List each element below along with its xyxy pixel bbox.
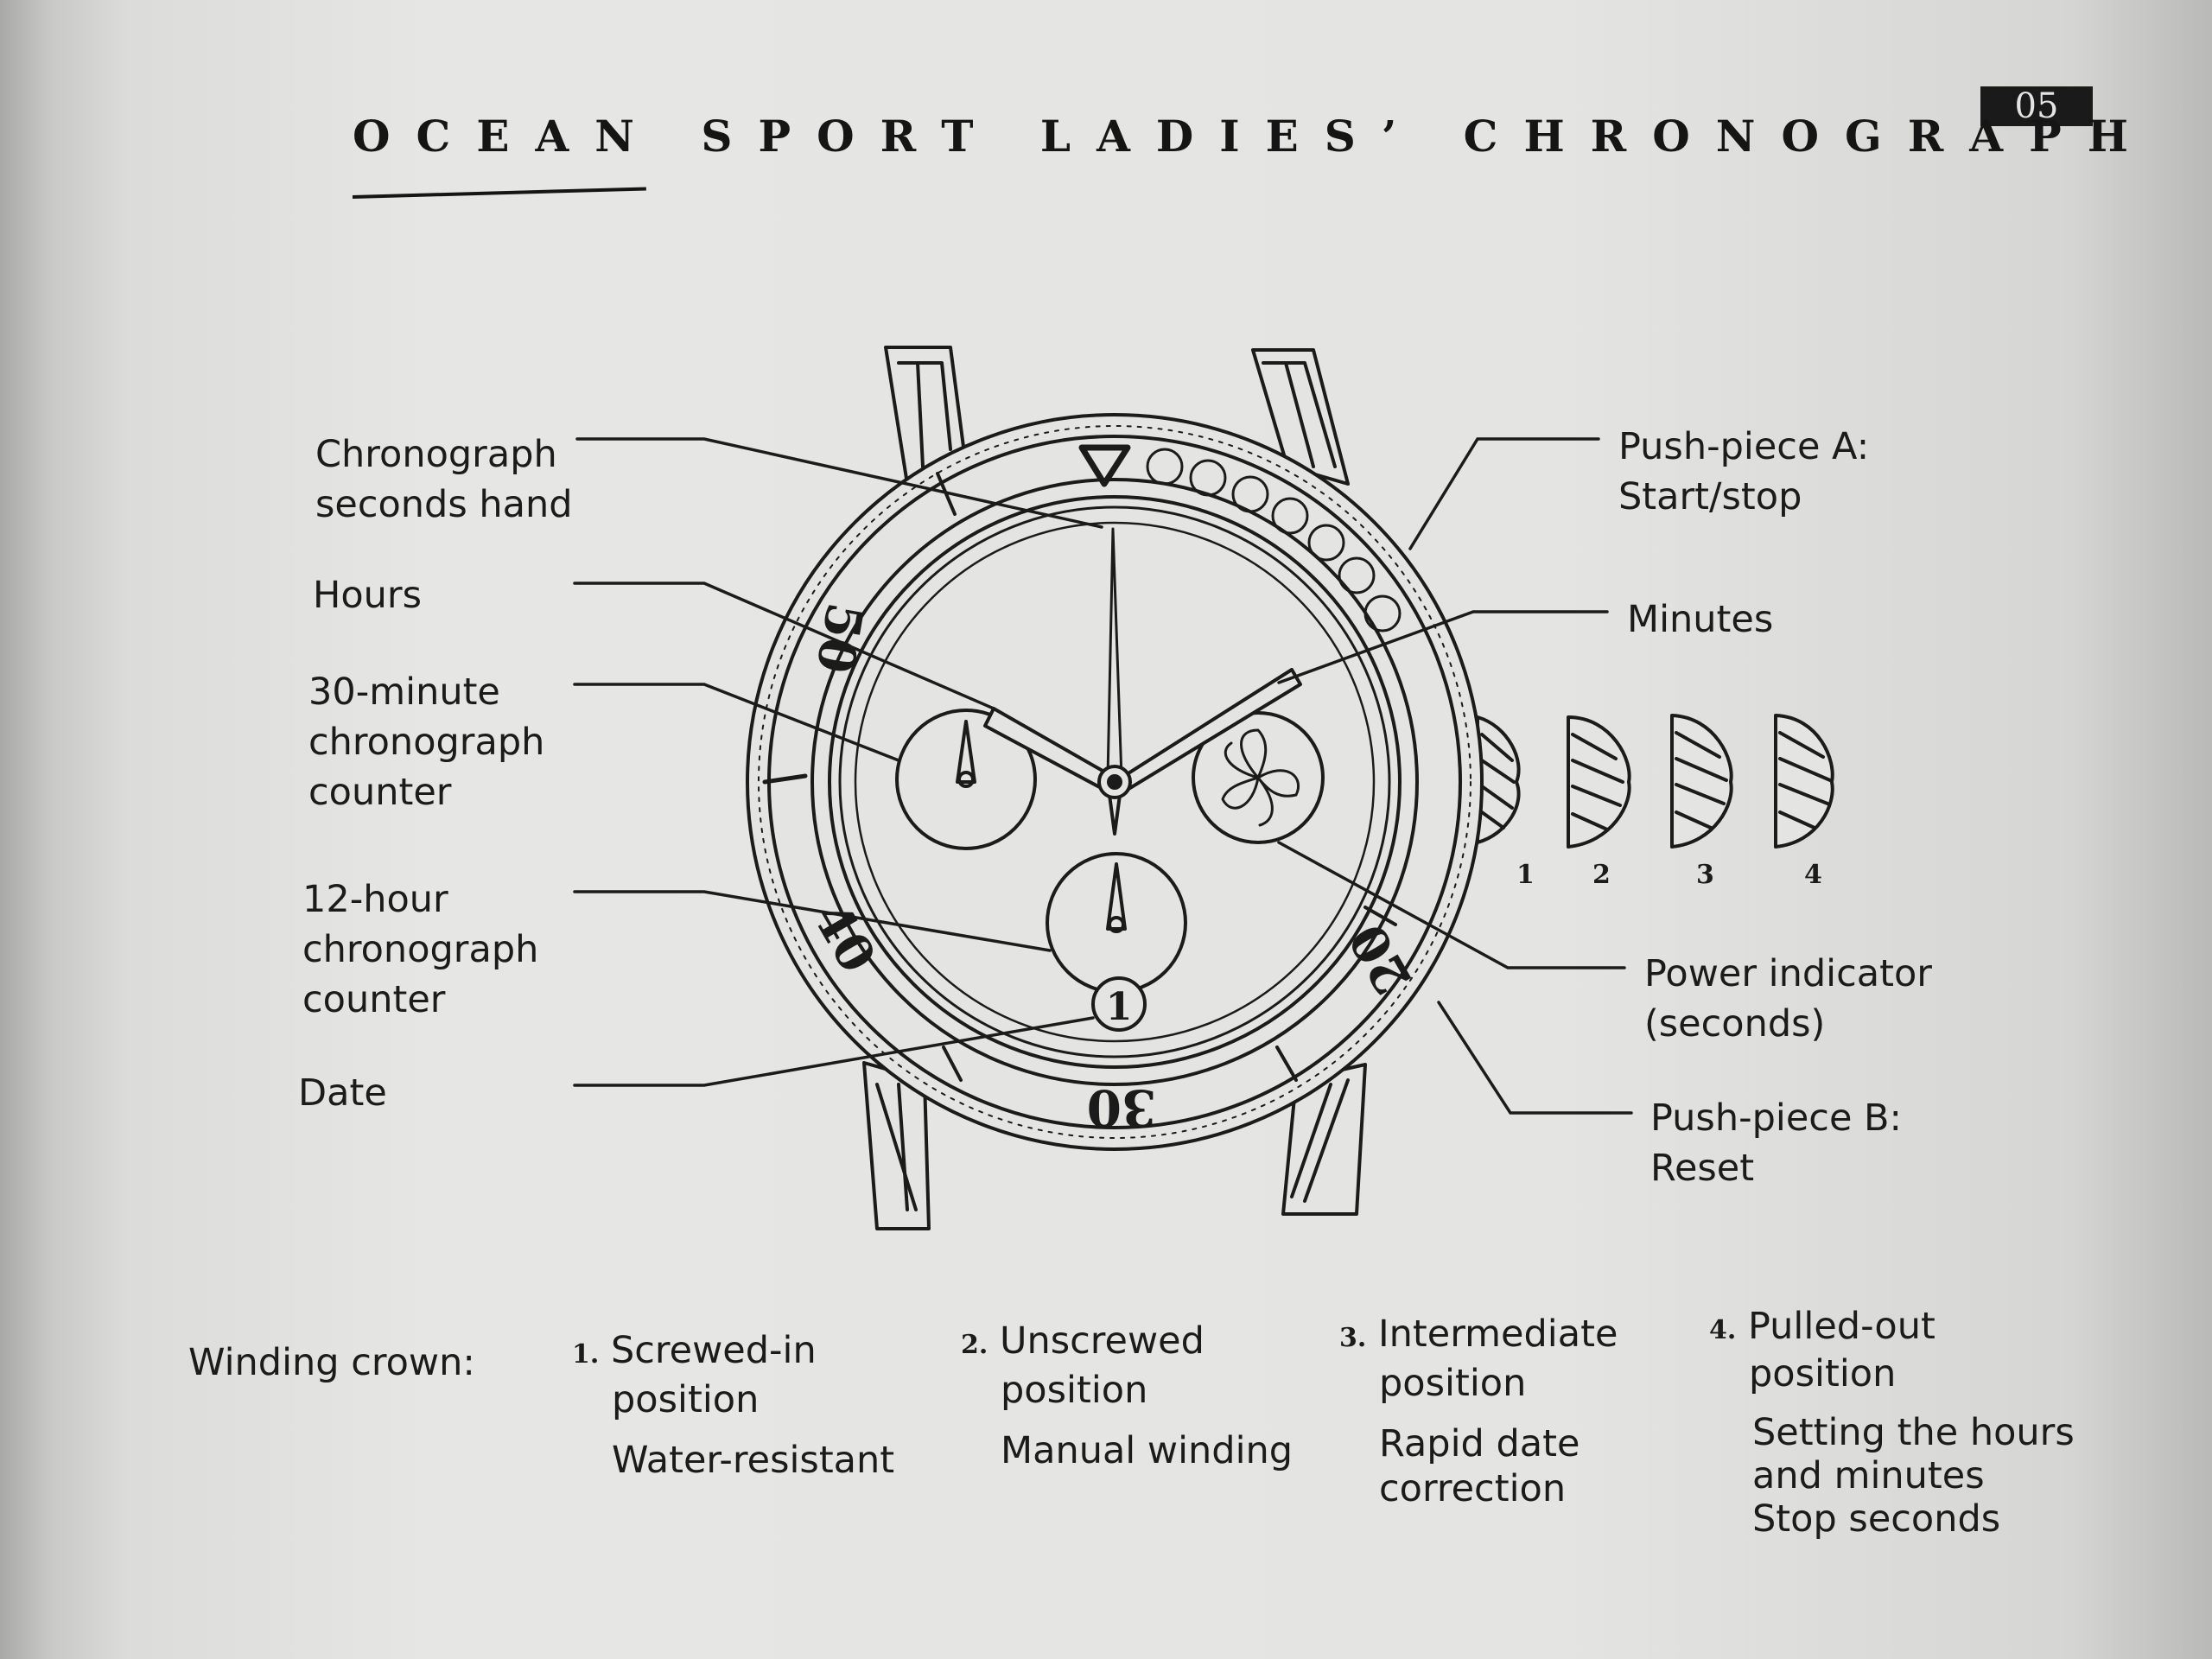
crown-position-3	[1670, 714, 1733, 849]
page-title: OCEAN SPORT LADIES’ CHRONOGRAPH	[353, 111, 2154, 162]
bezel-inner	[810, 478, 1419, 1086]
bezel-triangle	[1078, 444, 1131, 487]
date-window	[1091, 976, 1147, 1032]
label-pusher-b: Push-piece B: Reset	[1650, 1096, 1903, 1190]
bezel-number-30: 30	[1087, 1078, 1157, 1137]
crown-position-4	[1774, 714, 1834, 849]
crown-number-2: 2	[1592, 860, 1611, 890]
subdial-30-minute	[895, 709, 1037, 850]
leader-counter12	[573, 890, 1052, 952]
winding-position-3: 3. Intermediate position Rapid date corr…	[1339, 1313, 1618, 1510]
leader-pusher-a	[1408, 437, 1600, 550]
bezel-gems	[1146, 448, 1402, 632]
winding-position-1: 1. Screwed-in position Water-resistant	[572, 1329, 895, 1482]
crown-number-4: 4	[1804, 860, 1822, 890]
label-power: Power indicator (seconds)	[1644, 952, 1932, 1046]
page-number: 05	[1980, 86, 2093, 126]
winding-heading: Winding crown:	[188, 1341, 475, 1384]
page-shadow	[2074, 0, 2212, 1659]
label-chrono-seconds: Chronograph seconds hand	[315, 433, 573, 526]
lug-top-right	[1251, 348, 1350, 486]
winding-position-2: 2. Unscrewed position Manual winding	[961, 1319, 1294, 1472]
crown-position-1	[1476, 715, 1521, 844]
winding-position-4: 4. Pulled-out position Setting the hours…	[1709, 1305, 2075, 1541]
lug-top-left	[884, 346, 968, 486]
leader-power	[1277, 841, 1626, 969]
label-minutes: Minutes	[1627, 598, 1774, 641]
crown-number-1: 1	[1516, 860, 1535, 890]
leader-pusher-b	[1437, 1001, 1633, 1115]
leader-hours	[573, 582, 995, 710]
label-hours: Hours	[313, 574, 422, 617]
leader-minutes	[1277, 610, 1609, 684]
lug-bottom-left	[862, 1061, 931, 1230]
dial	[854, 521, 1376, 1043]
label-counter30: 30-minute chronograph counter	[308, 671, 545, 814]
leader-date	[573, 1016, 1095, 1087]
crown-position-2	[1567, 715, 1631, 849]
crown-number-3: 3	[1696, 860, 1714, 890]
date-value: 1	[1106, 985, 1133, 1029]
label-pusher-a: Push-piece A: Start/stop	[1618, 425, 1870, 518]
bezel-number-50: 50	[804, 599, 874, 677]
power-rotor	[1221, 728, 1300, 827]
leader-counter30	[573, 683, 900, 762]
label-date: Date	[298, 1071, 387, 1115]
subdial-power	[1192, 711, 1325, 844]
label-counter12: 12-hour chronograph counter	[302, 878, 539, 1021]
leader-chrono-seconds	[575, 437, 1103, 529]
